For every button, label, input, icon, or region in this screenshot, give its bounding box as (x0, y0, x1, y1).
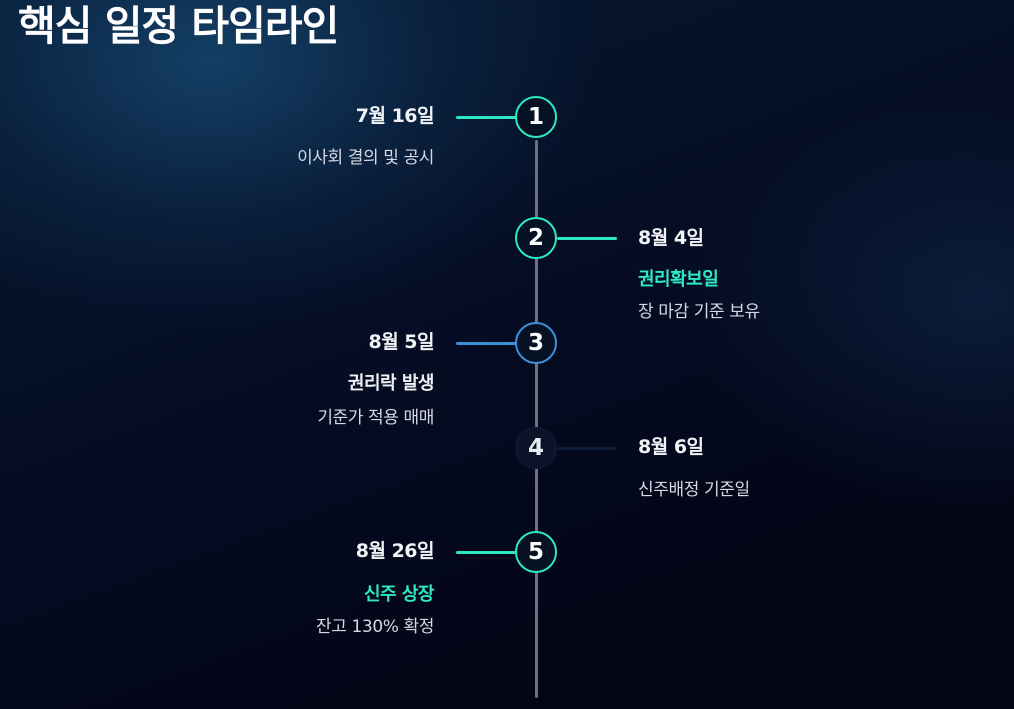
milestone-3-event: 권리락 발생 (347, 373, 435, 394)
milestone-3-connector (456, 342, 516, 345)
milestone-5-date: 8월 26일 (355, 540, 435, 562)
milestone-4-desc: 신주배정 기준일 (638, 480, 750, 500)
milestone-1-date: 7월 16일 (355, 105, 435, 127)
milestone-2-connector (557, 237, 617, 240)
timeline-axis (535, 140, 538, 698)
milestone-4-connector (557, 447, 617, 450)
milestone-1-marker: 1 (515, 96, 557, 138)
milestone-2-date: 8월 4일 (638, 227, 704, 249)
milestone-5-marker: 5 (515, 531, 557, 573)
milestone-3-desc: 기준가 적용 매매 (317, 408, 434, 428)
milestone-4-date: 8월 6일 (638, 436, 704, 458)
milestone-1-connector (456, 116, 516, 119)
milestone-2-event: 권리확보일 (638, 269, 719, 290)
milestone-2-marker: 2 (515, 217, 557, 259)
milestone-4-marker: 4 (515, 427, 557, 469)
milestone-3-marker: 3 (515, 322, 557, 364)
milestone-5-connector (456, 551, 516, 554)
milestone-3-date: 8월 5일 (368, 331, 434, 353)
milestone-2-desc: 장 마감 기준 보유 (638, 302, 760, 322)
milestone-5-desc: 잔고 130% 확정 (316, 617, 434, 637)
milestone-5-event: 신주 상장 (363, 584, 435, 605)
page-title: 핵심 일정 타임라인 (18, 2, 339, 50)
milestone-1-desc: 이사회 결의 및 공시 (297, 148, 434, 168)
